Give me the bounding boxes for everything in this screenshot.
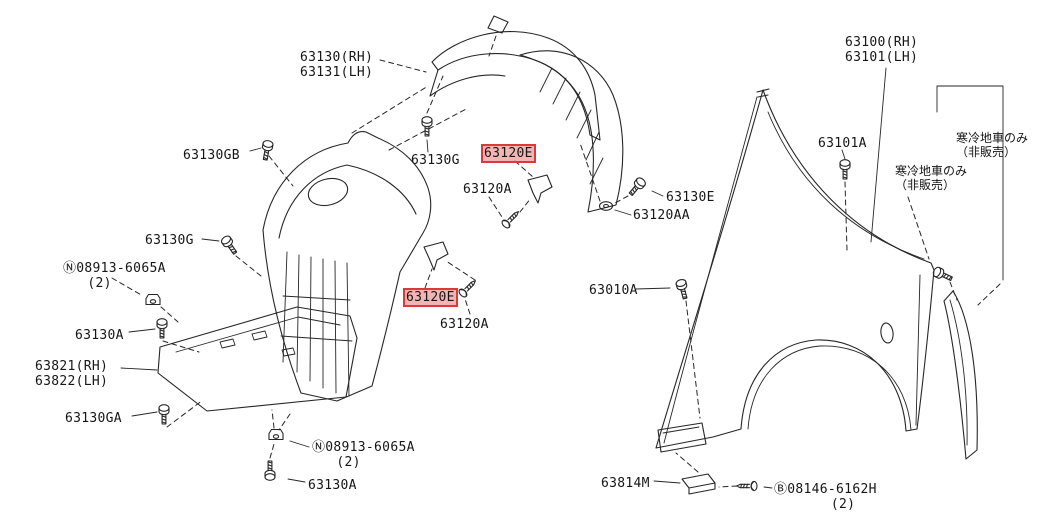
part-label-63120aa[interactable]: 63120AA bbox=[633, 208, 690, 223]
part-label-63130ga[interactable]: 63130GA bbox=[65, 411, 122, 426]
part-label-line: Ⓝ08913-6065A bbox=[312, 440, 415, 455]
part-label-08913-6065a-upper[interactable]: Ⓝ08913-6065A (2) bbox=[63, 261, 166, 292]
bolt-icon bbox=[259, 139, 275, 162]
part-label-line: (2) bbox=[774, 497, 856, 513]
part-label-line: 寒冷地車のみ bbox=[895, 164, 968, 178]
part-label-line: 63010A bbox=[589, 283, 638, 298]
pad-63814m-drawing bbox=[681, 473, 716, 495]
side-garnish-strip-drawing bbox=[943, 290, 978, 460]
part-label-63120a-upper[interactable]: 63120A bbox=[463, 182, 512, 197]
bolt-icon bbox=[264, 460, 276, 481]
part-label-63821-63822[interactable]: 63821(RH)63822(LH) bbox=[35, 359, 108, 390]
part-label-08913-6065a-lower[interactable]: Ⓝ08913-6065A (2) bbox=[312, 440, 415, 471]
leader-lines-dashed bbox=[111, 59, 1001, 488]
part-label-63100-63101[interactable]: 63100(RH)63101(LH) bbox=[845, 35, 918, 66]
screw-icon bbox=[735, 480, 758, 492]
part-label-line: 63130G bbox=[411, 153, 460, 168]
front-fender-drawing bbox=[655, 88, 935, 453]
screw-icon bbox=[457, 276, 480, 299]
part-label-line: 63120AA bbox=[633, 208, 690, 223]
clip-icon bbox=[268, 428, 284, 441]
part-label-line: 63130GB bbox=[183, 148, 240, 163]
clip-icon bbox=[145, 293, 161, 306]
fender-protector-upper-drawing bbox=[429, 15, 624, 213]
part-label-line: 63130(RH) bbox=[300, 50, 374, 65]
part-label-line: (2) bbox=[63, 276, 112, 292]
bolt-icon bbox=[219, 233, 240, 257]
leader-lines-solid bbox=[120, 67, 1004, 489]
bolt-icon bbox=[156, 318, 168, 339]
part-label-line: 63130GA bbox=[65, 411, 122, 426]
bolt-icon bbox=[931, 265, 955, 284]
part-label-63010a[interactable]: 63010A bbox=[589, 283, 638, 298]
fasteners bbox=[145, 116, 955, 492]
part-label-line: 63101(LH) bbox=[845, 50, 919, 66]
part-label-63130a-left[interactable]: 63130A bbox=[75, 328, 124, 343]
part-label-63130e[interactable]: 63130E bbox=[666, 190, 715, 205]
part-label-line: 63101A bbox=[818, 136, 867, 151]
bolt-icon bbox=[421, 116, 433, 137]
part-label-63130g-upper[interactable]: 63130G bbox=[411, 153, 460, 168]
part-label-line: 63100(RH) bbox=[845, 35, 919, 50]
part-label-line: 63130G bbox=[145, 233, 194, 248]
part-label-63130g-left[interactable]: 63130G bbox=[145, 233, 194, 248]
part-label-line: 63130E bbox=[666, 190, 715, 205]
part-label-line: 63120A bbox=[440, 317, 489, 332]
part-label-line: 63814M bbox=[601, 476, 650, 491]
bolt-icon bbox=[158, 404, 170, 425]
part-label-63814m[interactable]: 63814M bbox=[601, 476, 650, 491]
part-label-line: 63130A bbox=[75, 328, 124, 343]
bracket-63120e-lower-drawing bbox=[423, 241, 449, 271]
part-label-line: 63120E bbox=[484, 146, 533, 161]
part-label-line: Ⓝ08913-6065A bbox=[63, 261, 166, 276]
part-label-63130a-bottom[interactable]: 63130A bbox=[308, 478, 357, 493]
part-label-line: （非販売） bbox=[956, 145, 1017, 160]
part-label-line: Ⓑ08146-6162H bbox=[774, 482, 877, 497]
part-label-line: 63130A bbox=[308, 478, 357, 493]
bolt-icon bbox=[674, 277, 691, 301]
part-label-63120a-lower[interactable]: 63120A bbox=[440, 317, 489, 332]
part-label-line: 63120E bbox=[406, 290, 455, 305]
part-label-line: 寒冷地車のみ bbox=[956, 131, 1029, 145]
bracket-63120e-upper-drawing bbox=[527, 174, 553, 204]
part-label-63130gb[interactable]: 63130GB bbox=[183, 148, 240, 163]
bolt-icon bbox=[626, 175, 648, 199]
part-label-line: 63131(LH) bbox=[300, 65, 374, 81]
part-label-63120e-upper[interactable]: 63120E bbox=[483, 146, 534, 162]
note-cold-climate-right: 寒冷地車のみ（非販売） bbox=[956, 131, 1028, 159]
note-cold-climate-left: 寒冷地車のみ（非販売） bbox=[895, 164, 967, 192]
part-label-line: （非販売） bbox=[895, 178, 956, 193]
part-label-08146-6162h[interactable]: Ⓑ08146-6162H (2) bbox=[774, 482, 877, 513]
bolt-icon bbox=[839, 159, 851, 180]
part-label-63101a[interactable]: 63101A bbox=[818, 136, 867, 151]
part-label-line: 63120A bbox=[463, 182, 512, 197]
part-label-63130-63131[interactable]: 63130(RH)63131(LH) bbox=[300, 50, 373, 81]
part-label-line: (2) bbox=[312, 455, 361, 471]
part-label-line: 63821(RH) bbox=[35, 359, 109, 374]
fender-protector-main-drawing bbox=[262, 131, 432, 402]
under-cover-drawing bbox=[157, 306, 358, 412]
part-label-line: 63822(LH) bbox=[35, 374, 109, 390]
screw-icon bbox=[500, 207, 523, 230]
part-label-63120e-lower[interactable]: 63120E bbox=[405, 290, 456, 306]
